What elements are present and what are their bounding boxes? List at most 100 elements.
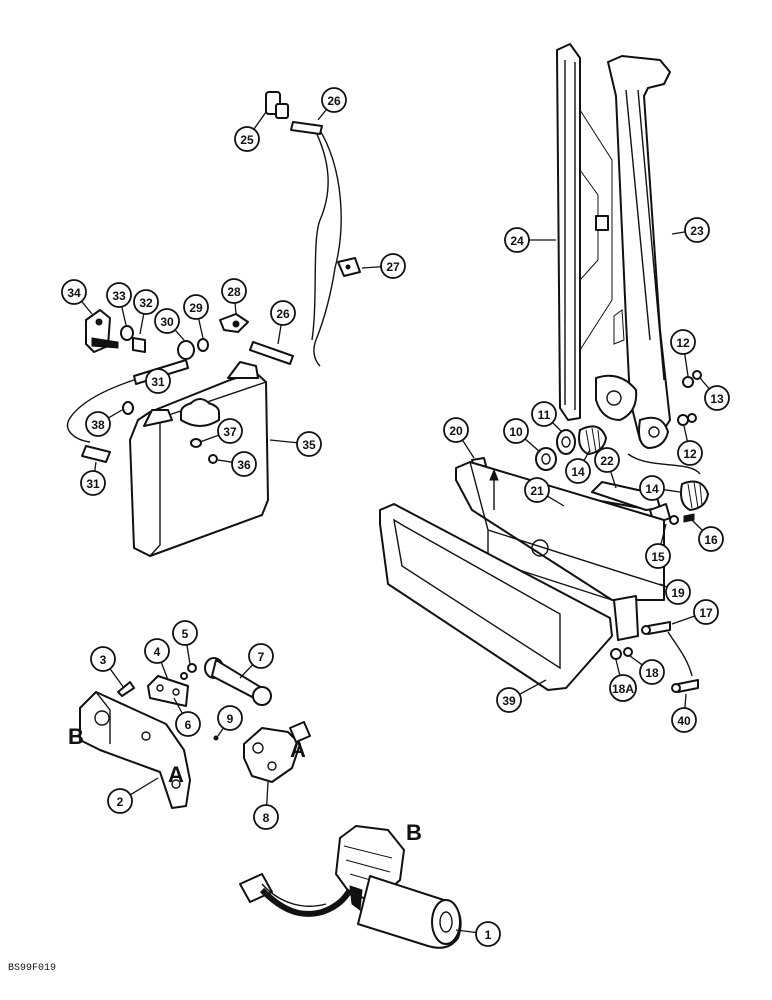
- callout-circle: [248, 643, 274, 669]
- callout-number: 18A: [612, 682, 634, 696]
- callout-c21: 21: [524, 477, 565, 507]
- motor-mount-plate: [147, 675, 189, 707]
- callout-circle: [639, 475, 665, 501]
- callout-number: 23: [690, 224, 704, 238]
- callout-circle: [698, 526, 724, 552]
- callout-number: 19: [671, 586, 685, 600]
- washer-reservoir-tank: [129, 361, 269, 557]
- reservoir-fittings: [120, 313, 249, 360]
- callout-leader: [269, 439, 298, 444]
- callout-number: 29: [189, 301, 203, 315]
- hose-segment-lower: [249, 341, 294, 365]
- motor-mount-bracket: [79, 691, 191, 809]
- callout-circle: [503, 418, 529, 444]
- callout-c26a: 26: [317, 87, 347, 121]
- assembly-direction-arrow: [489, 468, 499, 510]
- callout-circle: [107, 788, 133, 814]
- callout-number: 11: [538, 408, 551, 422]
- callout-circle: [85, 411, 111, 437]
- callout-leader: [583, 449, 591, 461]
- callout-circle: [106, 282, 132, 308]
- callout-number: 34: [67, 286, 81, 300]
- callout-c31a: 31: [145, 368, 171, 394]
- callout-c24: 24: [504, 227, 556, 253]
- callout-number: 18: [645, 666, 659, 680]
- callout-number: 39: [502, 694, 516, 708]
- callout-c4: 4: [144, 638, 170, 681]
- callout-number: 1: [485, 928, 492, 942]
- callout-c2: 2: [107, 777, 159, 814]
- callout-c26b: 26: [270, 300, 296, 345]
- callout-circle: [475, 921, 501, 947]
- mounting-bracket: [455, 461, 665, 641]
- callout-circle: [504, 227, 530, 253]
- callout-circle: [671, 707, 697, 733]
- callout-c38: 38: [85, 409, 123, 437]
- callout-circle: [154, 308, 180, 334]
- callout-leader: [173, 697, 183, 714]
- callout-circle: [221, 278, 247, 304]
- callout-c35: 35: [269, 431, 322, 457]
- callout-circle: [639, 659, 665, 685]
- callout-leader: [615, 659, 621, 677]
- callout-c8: 8: [253, 781, 279, 830]
- callout-leader: [129, 777, 159, 796]
- wiper-blade: [556, 43, 613, 421]
- callout-group: 123456789101112121314141516171818A192021…: [61, 87, 730, 947]
- callout-leader: [108, 409, 123, 419]
- callout-number: 7: [258, 650, 265, 664]
- marker-a-bracket: A: [168, 762, 184, 787]
- callout-circle: [144, 638, 170, 664]
- callout-c9: 9: [217, 705, 243, 737]
- callout-c15: 15: [645, 523, 671, 569]
- figure-id: BS99F019: [8, 963, 56, 974]
- callout-circle: [80, 470, 106, 496]
- callout-leader: [109, 668, 125, 689]
- marker-b-left: B: [68, 724, 84, 749]
- callout-leader: [217, 459, 233, 463]
- callout-leader: [81, 300, 93, 315]
- callout-leader: [699, 377, 710, 390]
- callout-circle: [496, 687, 522, 713]
- callout-circle: [609, 674, 637, 702]
- callout-leader: [455, 929, 477, 934]
- callout-leader: [253, 111, 267, 130]
- callout-c33: 33: [106, 282, 132, 326]
- callout-leader: [277, 324, 282, 345]
- callout-leader: [461, 439, 475, 459]
- motor-mount-screws: [117, 663, 197, 697]
- callout-number: 31: [86, 477, 100, 491]
- drive-link: [204, 657, 272, 706]
- callout-circle: [217, 418, 243, 444]
- callout-number: 25: [240, 133, 254, 147]
- callout-circle: [645, 543, 671, 569]
- callout-circle: [90, 646, 116, 672]
- callout-c18a: 18A: [609, 659, 637, 702]
- reservoir-bracket: [85, 309, 119, 353]
- callout-circle: [61, 279, 87, 305]
- callout-number: 28: [227, 285, 241, 299]
- hose-clip-small: [337, 257, 361, 277]
- callout-number: 26: [327, 94, 341, 108]
- callout-number: 32: [139, 296, 153, 310]
- callout-number: 2: [117, 795, 124, 809]
- callout-leader: [317, 108, 328, 121]
- callout-number: 3: [100, 653, 107, 667]
- callout-leader: [683, 425, 689, 442]
- callout-number: 40: [677, 714, 691, 728]
- callout-circle: [380, 253, 406, 279]
- callout-circle: [133, 289, 159, 315]
- callout-leader: [186, 644, 191, 665]
- callout-number: 5: [182, 627, 189, 641]
- callout-c28: 28: [221, 278, 247, 315]
- callout-circle: [231, 451, 257, 477]
- callout-number: 35: [302, 438, 316, 452]
- callout-number: 14: [645, 482, 659, 496]
- callout-leader: [684, 353, 689, 377]
- callout-c32: 32: [133, 289, 159, 335]
- callout-leader: [519, 679, 547, 695]
- callout-leader: [671, 231, 686, 235]
- callout-number: 4: [154, 645, 161, 659]
- callout-number: 12: [676, 336, 690, 350]
